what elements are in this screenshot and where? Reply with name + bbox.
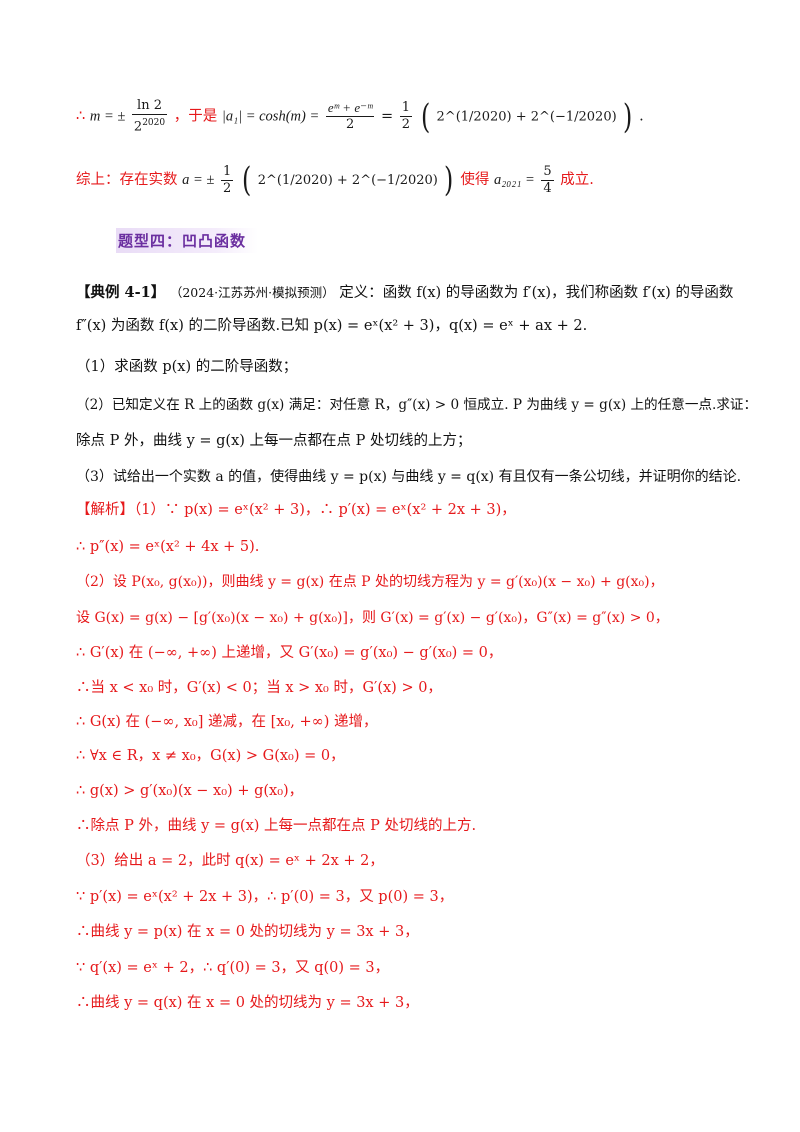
den-base: 2: [133, 119, 143, 135]
solution-line-8: ∴ ∀x ∈ R，x ≠ x₀，G(x) > G(x₀) = 0，: [76, 748, 345, 764]
solution-line-7: ∴ G(x) 在 (−∞, x₀] 递减，在 [x₀, +∞) 递增，: [76, 714, 378, 730]
paren-content-2: 2^(1/2020) + 2^(−1/2020): [257, 173, 438, 188]
solution-line-2: ∴ p″(x) = eˣ(x² + 4x + 5).: [76, 539, 260, 555]
half-num-2: 1: [220, 163, 234, 181]
question-1: （1）求函数 p(x) 的二阶导函数；: [76, 359, 298, 375]
half-fraction-2: 1 2: [220, 163, 234, 197]
solution-line-13: ∴曲线 y = p(x) 在 x = 0 处的切线为 y = 3x + 3，: [76, 924, 419, 940]
solution-line-1: 【解析】（1）∵ p(x) = eˣ(x² + 3)，∴ p′(x) = eˣ(…: [76, 502, 516, 518]
question-3: （3）试给出一个实数 a 的值，使得曲线 y = p(x) 与曲线 y = q(…: [76, 469, 742, 485]
den-exp: 2020: [142, 118, 166, 128]
half-den-2: 2: [222, 180, 232, 196]
ln2-fraction: ln 2 22020: [131, 98, 168, 135]
half-den: 2: [401, 117, 411, 133]
solution-line-15: ∴曲线 y = q(x) 在 x = 0 处的切线为 y = 3x + 3，: [76, 995, 419, 1011]
connector-text: ，于是: [173, 108, 218, 125]
solution-line-11: （3）给出 a = 2，此时 q(x) = eˣ + 2x + 2，: [76, 853, 384, 869]
abs-expression: |a₁| = cosh(m) =: [221, 108, 320, 125]
five-quarters: 5 4: [541, 163, 554, 197]
m-lhs: m = ±: [89, 108, 126, 125]
example-line-1: 【典例 4-1】 （2024·江苏苏州·模拟预测） 定义：函数 f(x) 的导函…: [76, 283, 733, 303]
conclusion-mid: 使得: [460, 172, 490, 188]
example-line-2: f″(x) 为函数 f(x) 的二阶导函数.已知 p(x) = eˣ(x² + …: [76, 318, 588, 334]
solution-line-3: （2）设 P(x₀, g(x₀))，则曲线 y = g(x) 在点 P 处的切线…: [76, 574, 664, 590]
solution-line-4: 设 G(x) = g(x) − [g′(x₀)(x − x₀) + g(x₀)]…: [76, 610, 669, 626]
therefore-symbol: ∴: [76, 108, 86, 125]
left-paren: (: [420, 96, 430, 137]
section-heading: 题型四：凹凸函数: [116, 228, 259, 253]
solution-line-14: ∵ q′(x) = eˣ + 2，∴ q′(0) = 3，又 q(0) = 3，: [76, 960, 390, 976]
example-source: （2024·江苏苏州·模拟预测）: [169, 285, 335, 300]
example-text-1: 定义：函数 f(x) 的导函数为 f′(x)，我们称函数 f′(x) 的导函数: [339, 285, 734, 301]
right-paren-2: ): [444, 160, 454, 200]
solution-line-10: ∴除点 P 外，曲线 y = g(x) 上每一点都在点 P 处切线的上方.: [76, 818, 477, 834]
five-num: 5: [541, 163, 554, 181]
ln2-numerator: ln 2: [131, 98, 168, 115]
paren-content: 2^(1/2020) + 2^(−1/2020): [436, 109, 617, 125]
solution-line-5: ∴ G′(x) 在 (−∞, +∞) 上递增，又 G′(x₀) = g′(x₀)…: [76, 645, 503, 661]
question-2b: 除点 P 外，曲线 y = g(x) 上每一点都在点 P 处切线的上方；: [76, 433, 472, 449]
result-line-m: ∴ m = ± ln 2 22020 ，于是 |a₁| = cosh(m) = …: [76, 98, 644, 135]
ln2-denominator: 22020: [132, 115, 167, 135]
solution-line-6: ∴当 x < x₀ 时，G′(x) < 0；当 x > x₀ 时，G′(x) >…: [76, 680, 442, 696]
solution-line-9: ∴ g(x) > g′(x₀)(x − x₀) + g(x₀)，: [76, 783, 304, 799]
cosh-numerator: eᵐ + e⁻ᵐ: [325, 100, 375, 118]
end-dot: .: [639, 108, 644, 125]
four-den: 4: [543, 180, 552, 196]
solution-line-12: ∵ p′(x) = eˣ(x² + 2x + 3)，∴ p′(0) = 3，又 …: [76, 889, 454, 905]
a2021-expression: a₂₀₂₁ =: [493, 172, 535, 188]
conclusion-suffix: 成立.: [560, 172, 594, 188]
half-fraction: 1 2: [399, 100, 413, 133]
a-expression: a = ±: [182, 172, 215, 188]
left-paren-2: (: [241, 160, 252, 200]
cosh-fraction: eᵐ + e⁻ᵐ 2: [325, 100, 375, 133]
right-paren: ): [623, 96, 633, 137]
question-2a: （2）已知定义在 R 上的函数 g(x) 满足：对任意 R，g″(x) > 0 …: [76, 397, 758, 413]
example-label: 【典例 4-1】: [76, 284, 166, 301]
equals-sign: =: [381, 108, 394, 125]
conclusion-line: 综上：存在实数 a = ± 1 2 ( 2^(1/2020) + 2^(−1/2…: [76, 163, 594, 197]
cosh-denominator: 2: [345, 117, 355, 133]
half-num: 1: [399, 100, 413, 118]
conclusion-prefix: 综上：存在实数: [76, 172, 178, 188]
